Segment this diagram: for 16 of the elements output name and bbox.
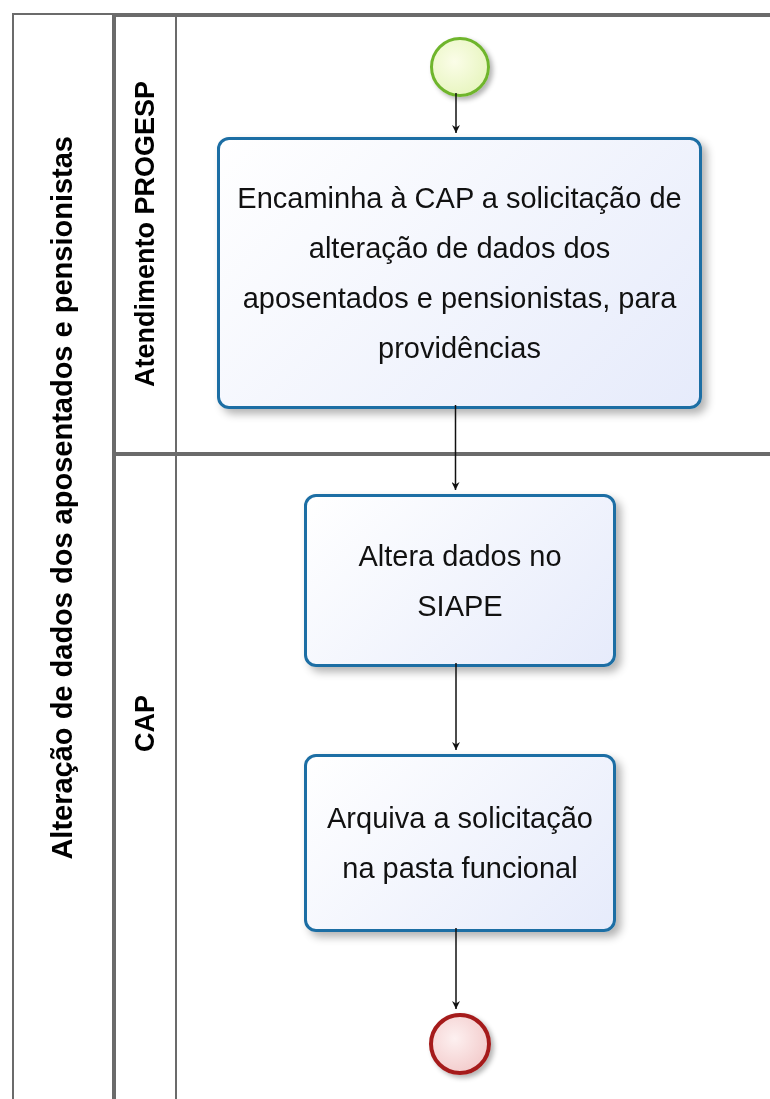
arrow [451, 404, 460, 491]
task-label: Encaminha à CAP a solicitação de alteração de dados dos aposentados e pensionistas, para providências [236, 181, 683, 366]
lane-title: CAP [129, 695, 162, 753]
task-box [304, 754, 616, 932]
task-box [217, 137, 702, 409]
lane-title: Atendimento PROGESP [129, 81, 162, 388]
swimlane [114, 15, 770, 454]
swimlane [114, 454, 770, 1099]
arrow [452, 92, 460, 134]
arrow [452, 927, 460, 1010]
arrow [452, 662, 460, 751]
task-label: Altera dados no SIAPE [357, 538, 563, 624]
pool-title: Alteração de dados dos aposentados e pensionistas [45, 136, 80, 860]
pool [12, 13, 770, 1099]
task-box [304, 494, 616, 667]
task-label: Arquiva a solicitação na pasta funcional [326, 801, 594, 886]
